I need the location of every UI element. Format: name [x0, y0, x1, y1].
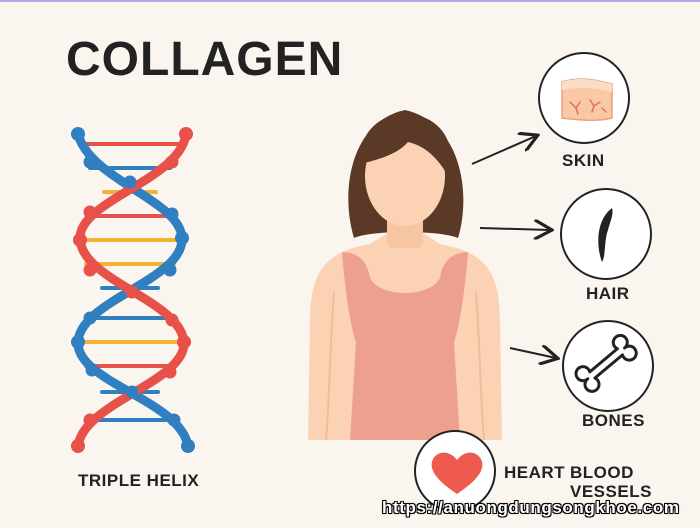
arrow-to-bones [509, 348, 556, 358]
hair-icon-circle [560, 188, 652, 280]
hair-front [359, 113, 452, 180]
blood-vessels-label: BLOOD VESSELS [570, 463, 652, 501]
triple-helix-illustration [71, 127, 195, 453]
woman-illustration [308, 110, 502, 440]
heart-icon-circle [414, 430, 496, 512]
bones-label: BONES [582, 411, 645, 430]
arrow-to-hair [479, 228, 550, 230]
website-watermark: https://anuongdungsongkhoe.com [382, 498, 680, 517]
skin-icon-circle [538, 52, 630, 144]
arrow-to-skin [471, 136, 536, 165]
bones-icon-circle [562, 320, 654, 412]
heart-label: HEART [504, 463, 566, 482]
diagram-title: COLLAGEN [66, 33, 344, 86]
heart-icon [431, 452, 483, 494]
tank-top [342, 252, 468, 440]
left-arm-line [325, 291, 335, 440]
skin-label: SKIN [562, 151, 605, 170]
hair-label: HAIR [586, 284, 630, 303]
triple-helix-label: TRIPLE HELIX [78, 471, 200, 490]
hair-strand-icon [598, 208, 613, 262]
skin-tissue-icon [561, 78, 613, 122]
bone-icon [574, 333, 638, 393]
right-arm-line [475, 291, 485, 440]
helix-nodes [71, 127, 195, 453]
